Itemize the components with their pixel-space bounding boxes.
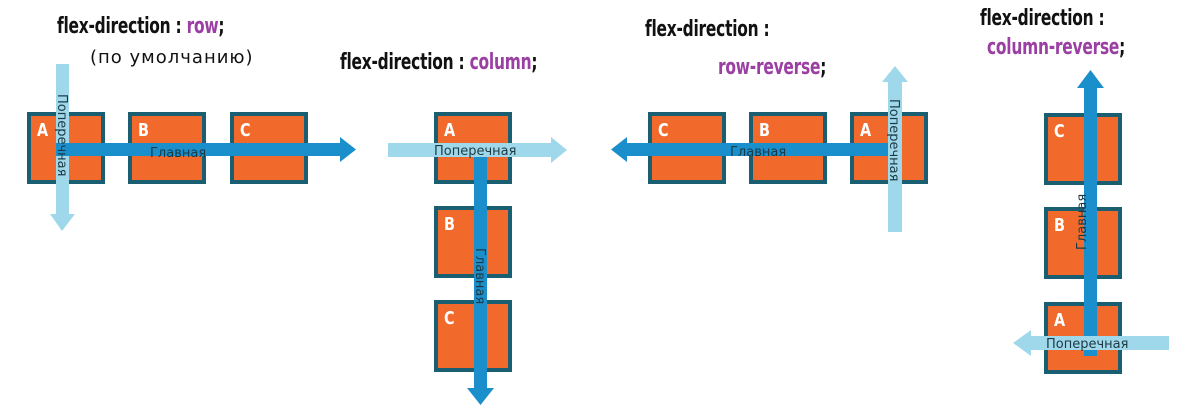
title-value: row-reverse (718, 55, 821, 80)
box-letter: C (444, 308, 455, 329)
box-letter: C (1054, 121, 1065, 142)
box-letter: B (444, 214, 455, 235)
box-letter: A (1054, 310, 1066, 331)
cross-axis-arrow (882, 66, 908, 232)
cross-axis-arrow (388, 137, 567, 163)
title-suffix: ; (218, 14, 225, 39)
panel-column-reverse-value: column-reverse; (987, 35, 1125, 60)
box-letter: B (1054, 215, 1065, 236)
main-axis-arrow (56, 137, 356, 162)
box-letter: B (759, 120, 770, 141)
flex-item-box: B (1044, 207, 1122, 279)
panel-row-reverse-title: flex-direction : (645, 17, 770, 42)
main-axis-label: Главная (730, 145, 786, 160)
cross-axis-label: Поперечная (434, 144, 516, 159)
box-letter: A (37, 120, 49, 141)
panel-row-subtitle: (по умолчанию) (90, 47, 254, 68)
box-letter: C (658, 120, 669, 141)
main-axis-label: Главная (1075, 194, 1090, 250)
title-prefix: flex-direction : (57, 14, 187, 39)
panel-column-title: flex-direction : column; (340, 50, 538, 75)
box-letter: C (240, 120, 251, 141)
panel-row-title: flex-direction : row; (57, 14, 225, 39)
flex-item-box: C (434, 300, 512, 372)
cross-axis-arrow (1013, 330, 1169, 356)
title-prefix: flex-direction : (645, 17, 770, 42)
main-axis-arrow (467, 150, 494, 405)
cross-axis-label: Поперечная (886, 99, 901, 181)
title-value: row (186, 14, 219, 39)
flex-item-box: B (434, 206, 512, 278)
box-letter: A (444, 120, 456, 141)
flex-item-box: C (1044, 113, 1122, 185)
box-letter: B (138, 120, 149, 141)
main-axis-arrow (1077, 70, 1104, 356)
cross-axis-arrow (50, 64, 75, 231)
title-suffix: ; (531, 50, 538, 75)
box-letter: A (860, 120, 872, 141)
title-prefix: flex-direction : (980, 6, 1105, 31)
main-axis-arrow (611, 137, 894, 162)
main-axis-label: Главная (472, 248, 487, 304)
panel-column-reverse-title: flex-direction : (980, 6, 1105, 31)
cross-axis-label: Поперечная (54, 94, 69, 176)
cross-axis-label: Поперечная (1046, 337, 1128, 352)
title-value: column-reverse (987, 35, 1120, 60)
panel-row-reverse-value: row-reverse; (718, 55, 826, 80)
title-value: column (469, 50, 532, 75)
title-suffix: ; (1119, 35, 1126, 60)
title-prefix: flex-direction : (340, 50, 470, 75)
title-suffix: ; (820, 55, 827, 80)
main-axis-label: Главная (150, 146, 206, 161)
